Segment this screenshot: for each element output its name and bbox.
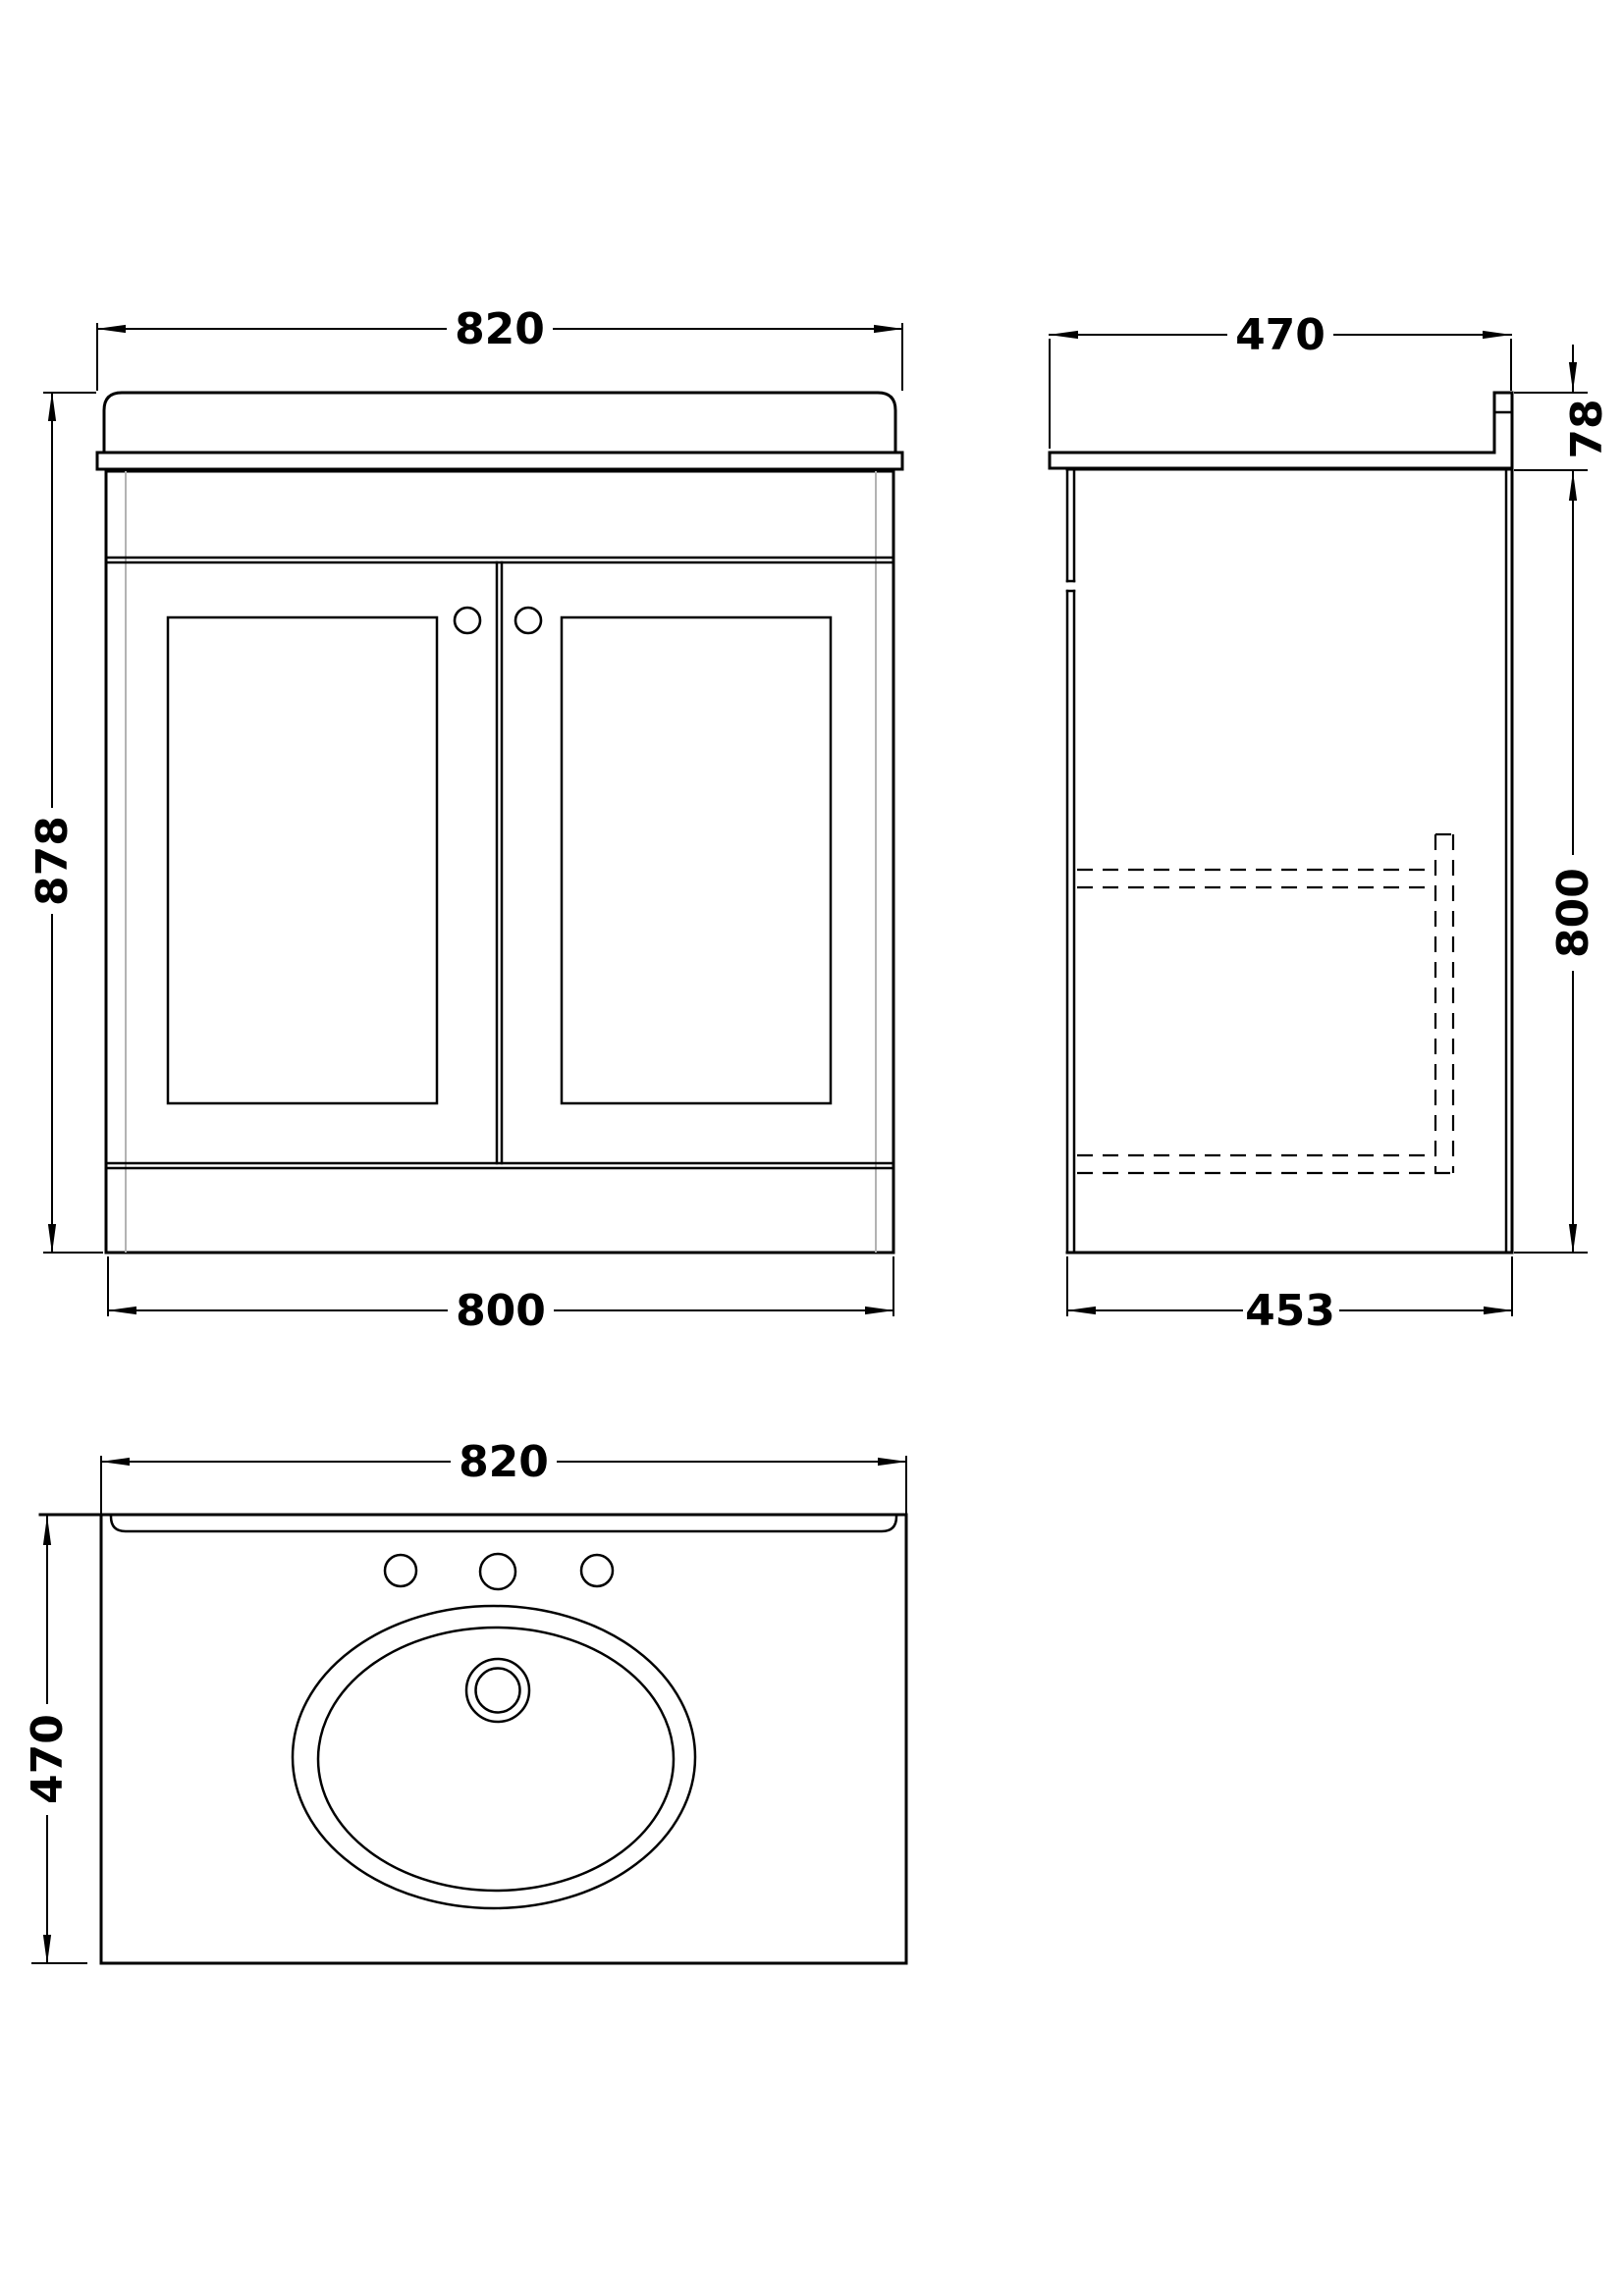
dim-front-width-bottom-label: 800	[456, 1286, 546, 1336]
side-hidden-internals	[1077, 832, 1455, 1175]
dim-side-depth-top: 470	[1049, 310, 1512, 449]
dim-side-cabinet-height: 800	[1514, 471, 1598, 1254]
dim-plan-width-label: 820	[459, 1437, 549, 1487]
dim-side-depth-bottom: 453	[1066, 1256, 1513, 1336]
front-counter-lip	[95, 451, 904, 471]
plan-basin	[291, 1604, 697, 1910]
dim-front-width-bottom: 800	[107, 1256, 894, 1336]
front-basin-top	[102, 391, 897, 454]
basin-outer-rim	[291, 1604, 697, 1910]
overflow-hole-outer	[464, 1657, 531, 1724]
tap-hole-right	[579, 1553, 615, 1588]
basin-inner-rim	[316, 1626, 676, 1893]
dim-side-depth-bottom-label: 453	[1245, 1286, 1335, 1336]
side-counter-slab	[1048, 451, 1514, 470]
tap-hole-center	[478, 1552, 517, 1591]
plan-counter-outline	[38, 1513, 908, 1965]
plan-view: 820 470	[23, 1437, 908, 1965]
plan-tap-holes	[383, 1552, 615, 1591]
right-door-panel	[560, 615, 833, 1105]
left-door-panel	[166, 615, 439, 1105]
front-elevation-view: 820	[27, 304, 904, 1336]
door-knob-left	[453, 606, 482, 635]
dim-side-cabinet-height-label: 800	[1548, 868, 1598, 958]
dim-front-height-label: 878	[27, 816, 78, 906]
dim-front-width-top: 820	[96, 304, 903, 391]
side-cabinet-outline	[1065, 391, 1514, 1255]
overflow-hole-inner	[474, 1667, 521, 1714]
dim-plan-depth: 470	[23, 1516, 87, 1964]
side-upstand	[1492, 391, 1514, 454]
tap-hole-left	[383, 1553, 418, 1588]
dim-front-height: 878	[27, 392, 103, 1254]
dim-side-counter-thickness-label: 78	[1562, 399, 1612, 458]
side-elevation-view: 470	[1048, 310, 1612, 1336]
dim-front-width-top-label: 820	[455, 304, 545, 354]
counter-back-inner-line	[109, 1515, 898, 1533]
dim-plan-width: 820	[100, 1437, 907, 1514]
front-door-gaps	[104, 556, 895, 1170]
front-cabinet-outline	[104, 469, 895, 1255]
dim-plan-depth-label: 470	[23, 1714, 73, 1804]
dim-side-depth-top-label: 470	[1235, 310, 1325, 360]
dim-side-counter-thickness: 78	[1514, 345, 1612, 471]
door-knob-right	[514, 606, 543, 635]
